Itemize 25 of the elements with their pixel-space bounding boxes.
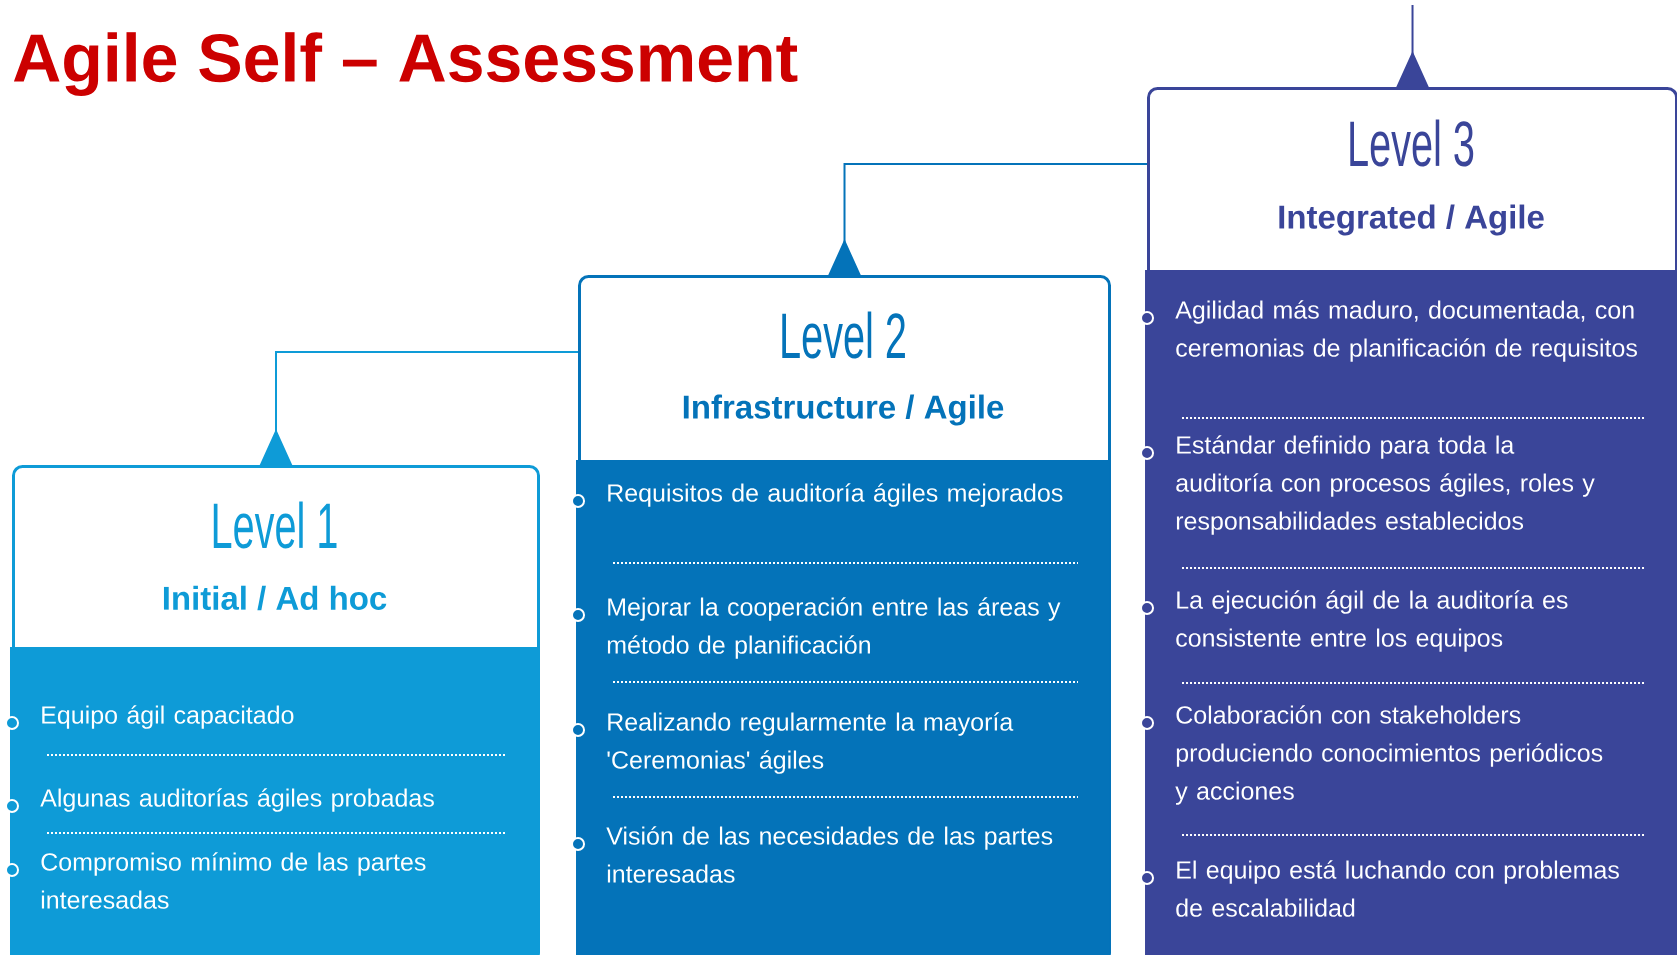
list-item: El equipo está luchando con problemas de escalabilidad — [1140, 860, 1619, 917]
list-item: Estándar definido para toda la auditoría con procesos ágiles, roles y responsabilidades establecidos — [1140, 435, 1595, 535]
node-label: Equipo ágil capacitado — [42, 705, 294, 729]
level-number: Level 1 — [213, 501, 337, 549]
list-item: Visión de las necesidades de las partes interesadas — [571, 826, 1053, 883]
list-item: Realizando regularmente la mayoría 'Ceremonias' ágiles — [571, 712, 1014, 774]
level-card — [10, 465, 540, 955]
list-item: Algunas auditorías ágiles probadas — [5, 788, 434, 813]
level-subtitle: Integrated / Agile — [1279, 204, 1544, 236]
list-item: Mejorar la cooperación entre las áreas y método de planificación — [571, 597, 1061, 659]
list-item: Equipo ágil capacitado — [5, 705, 294, 730]
level-card — [576, 275, 1111, 955]
list-item: Agilidad más maduro, documentada, con ceremonias de planificación de requisitos — [1140, 300, 1637, 362]
level-number: Level 3 — [1350, 119, 1474, 167]
title: Agile Self – Assessment — [13, 32, 798, 96]
level-number: Level 2 — [782, 311, 905, 359]
list-item: Requisitos de auditoría ágiles mejorados — [571, 483, 1063, 508]
level-subtitle: Infrastructure / Agile — [683, 394, 1004, 426]
list-item: La ejecución ágil de la auditoría es consistente entre los equipos — [1140, 590, 1568, 652]
connector-arrow — [828, 163, 1148, 275]
list-item: Compromiso mínimo de las partes interesadas — [5, 852, 426, 909]
list-item: Colaboración con stakeholders produciendo conocimientos periódicos y acciones — [1140, 705, 1603, 805]
connector-arrow — [1396, 4, 1429, 87]
level-subtitle: Initial / Ad hoc — [163, 585, 387, 611]
level-card — [1145, 87, 1677, 955]
